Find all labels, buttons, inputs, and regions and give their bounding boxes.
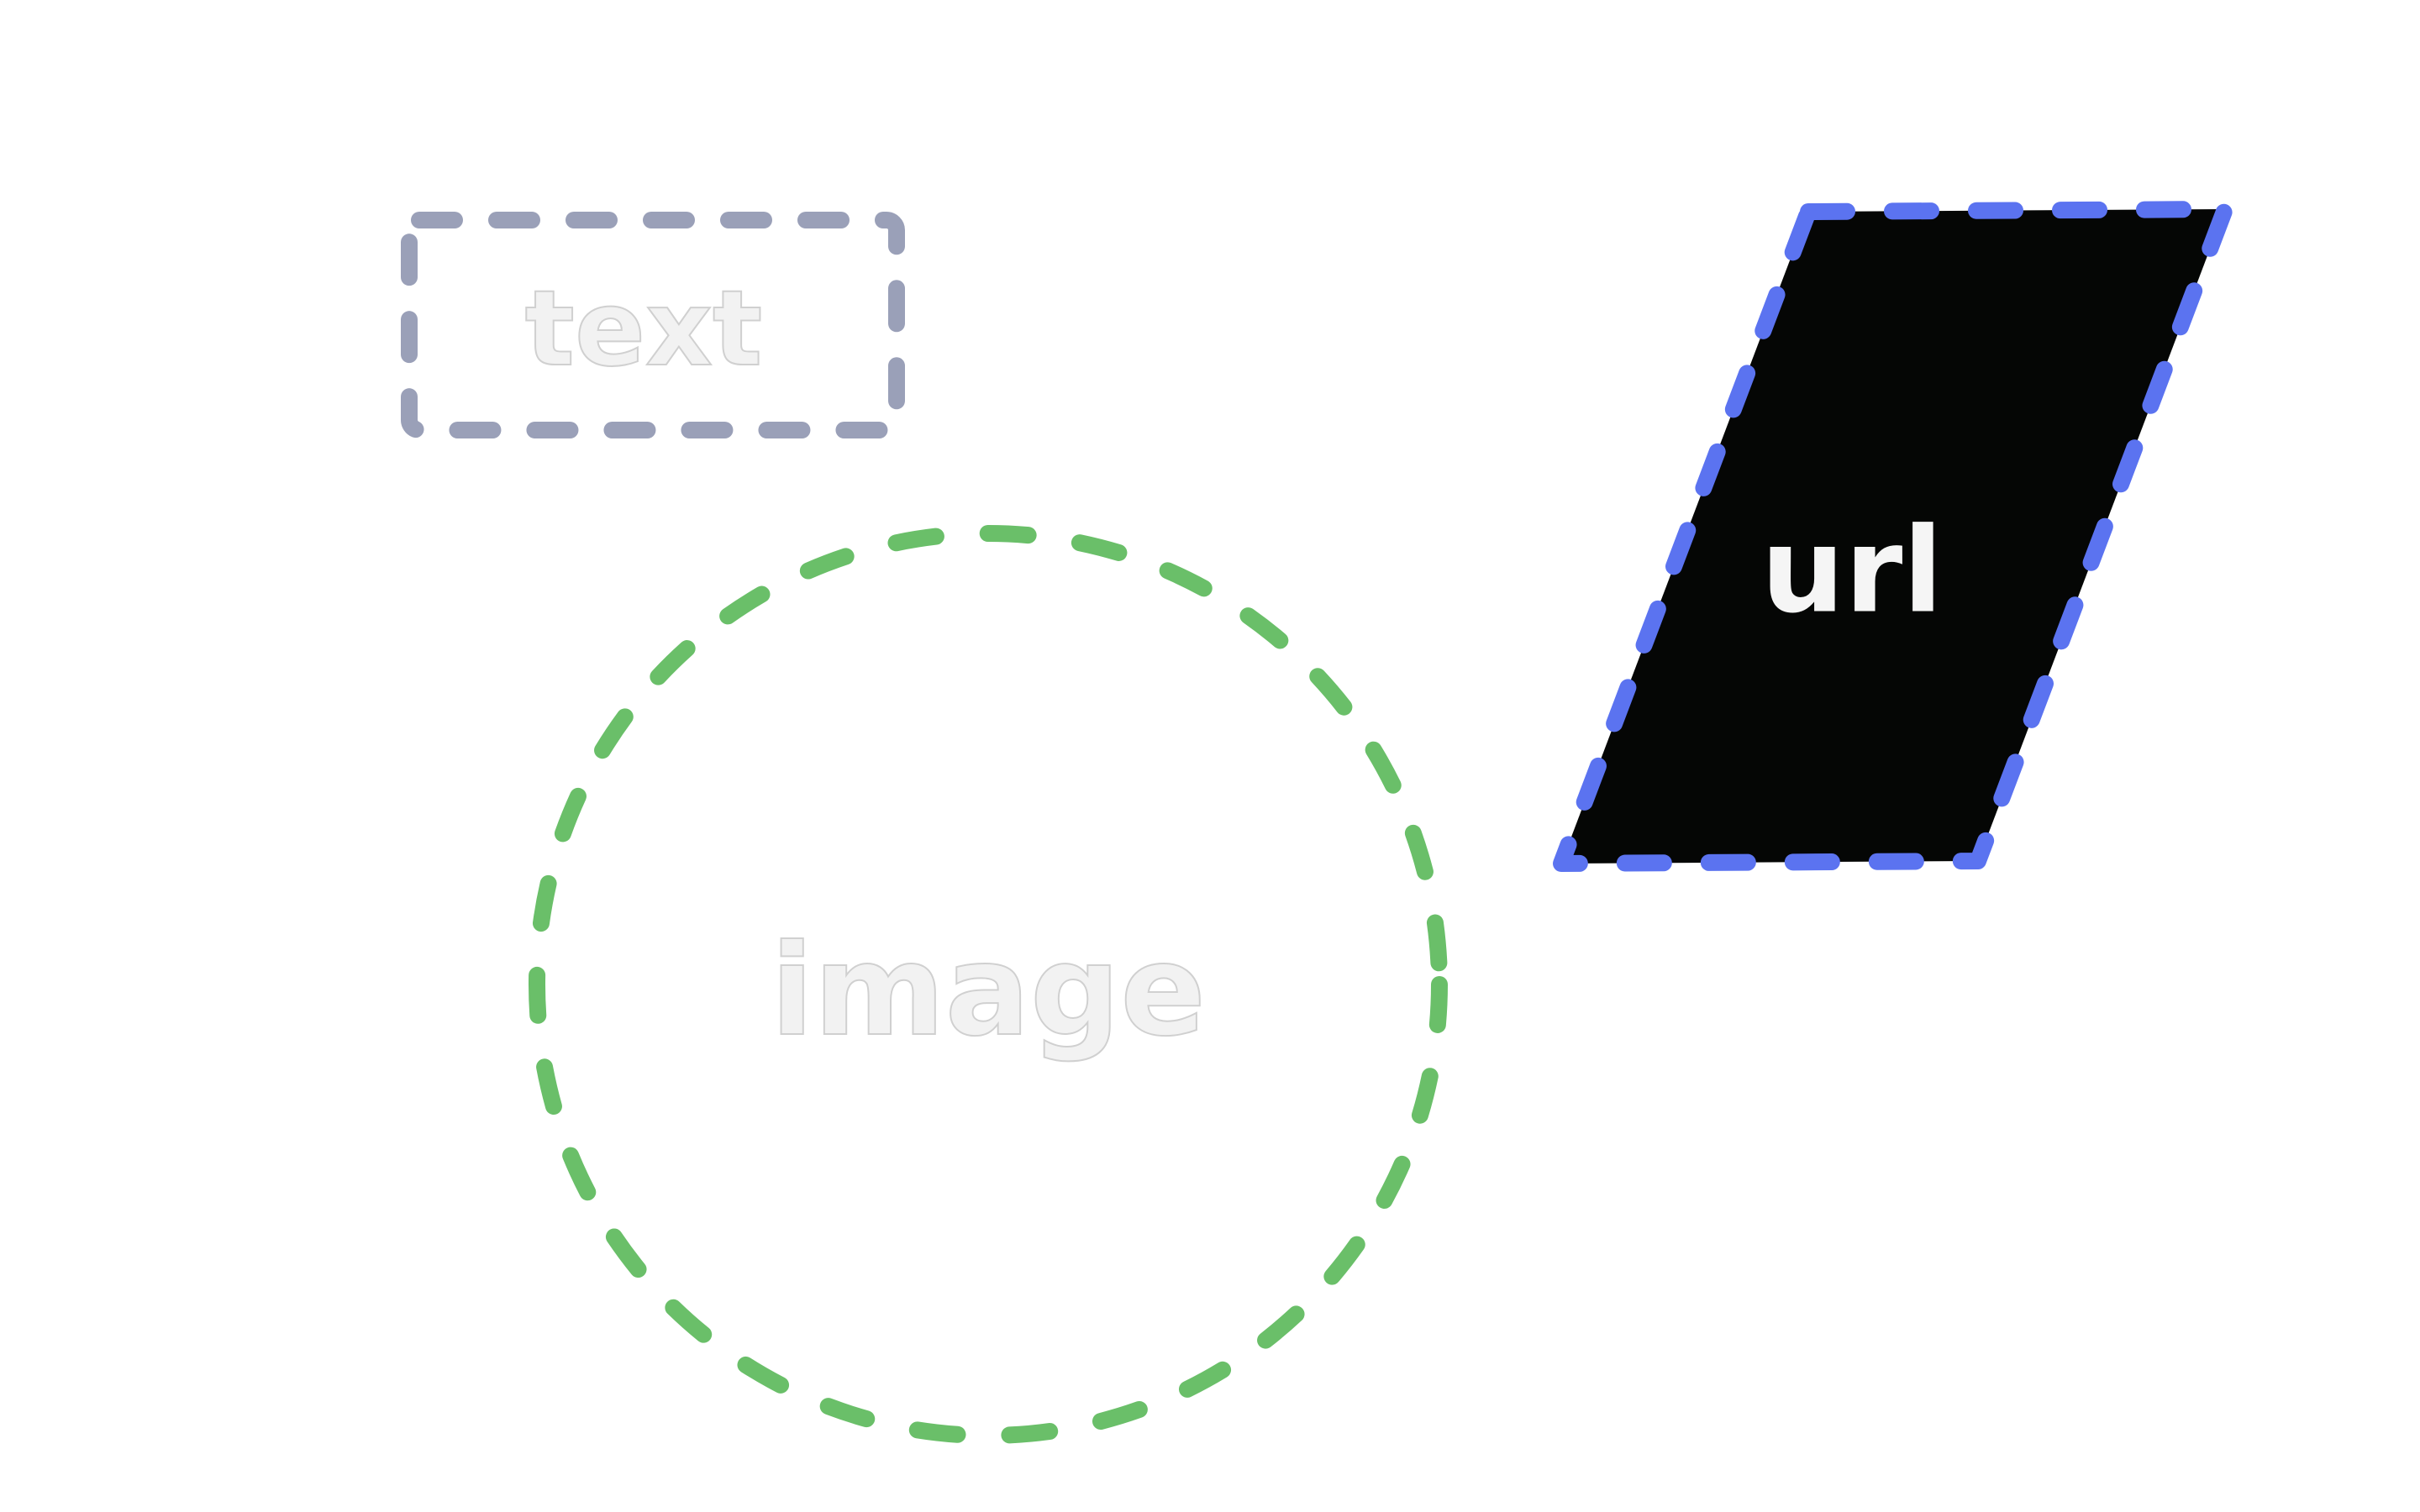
- text-node[interactable]: text: [401, 212, 905, 438]
- url-node[interactable]: url: [1553, 201, 2233, 872]
- url-node-label: url: [1761, 503, 1944, 640]
- image-node-label: image: [771, 918, 1206, 1064]
- image-node[interactable]: image: [529, 525, 1448, 1444]
- text-node-border: [401, 212, 905, 438]
- text-node-label: text: [525, 269, 763, 390]
- image-node-border: [529, 525, 1448, 1444]
- url-node-border: [1553, 201, 2233, 872]
